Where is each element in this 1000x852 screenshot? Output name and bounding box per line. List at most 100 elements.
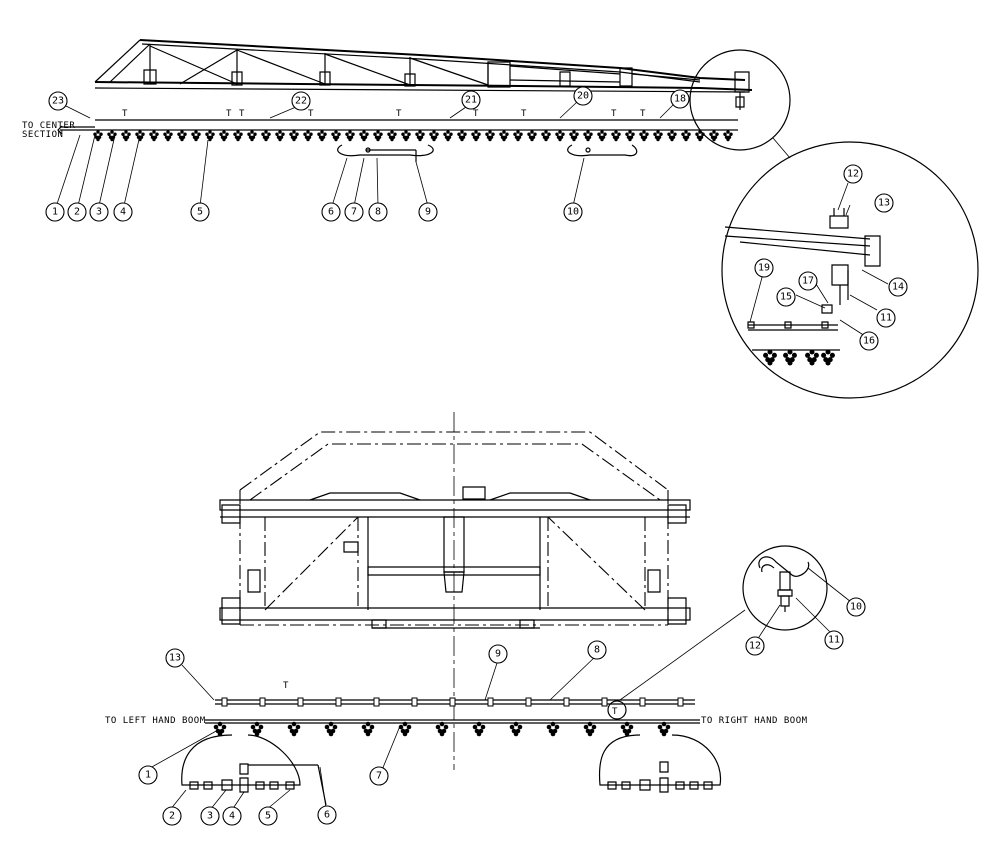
nozzle-icon: [653, 130, 663, 142]
nozzle-icon: [485, 130, 495, 142]
svg-text:4: 4: [229, 811, 235, 822]
svg-text:T: T: [521, 109, 527, 119]
callout-8: 8: [369, 203, 387, 221]
detail-a: 12 13 14 11 16 15 17 19: [690, 50, 978, 398]
note-to-left-boom: TO LEFT HAND BOOM: [105, 716, 206, 726]
center-callouts: 13 1 2 3 4 5 6 7 9 8: [139, 610, 745, 825]
svg-text:2: 2: [169, 811, 175, 822]
callout-17: 17: [799, 272, 817, 290]
callout-22: 22: [292, 92, 310, 110]
svg-text:14: 14: [892, 282, 904, 293]
svg-text:10: 10: [567, 207, 579, 218]
svg-text:T: T: [611, 109, 617, 119]
svg-text:3: 3: [207, 811, 213, 822]
nozzle-icon: [509, 721, 523, 737]
callout-5: 5: [191, 203, 209, 221]
svg-text:T: T: [308, 109, 314, 119]
svg-text:T: T: [283, 681, 289, 691]
nozzle-icon: [345, 130, 355, 142]
nozzle-icon: [177, 130, 187, 142]
nozzle-icon: [457, 130, 467, 142]
svg-text:5: 5: [197, 207, 203, 218]
nozzle-icon: [261, 130, 271, 142]
wing-nozzle-row: [93, 130, 733, 142]
svg-text:11: 11: [828, 635, 840, 646]
callout-10: 10: [564, 203, 582, 221]
note-to-right-boom: TO RIGHT HAND BOOM: [701, 716, 808, 726]
nozzle-icon: [763, 349, 777, 366]
callout-c1: 1: [139, 766, 157, 784]
nozzle-icon: [387, 130, 397, 142]
nozzle-icon: [443, 130, 453, 142]
svg-text:8: 8: [594, 645, 600, 656]
detail-b: 10 11 12: [743, 546, 865, 655]
nozzle-icon: [287, 721, 301, 737]
svg-text:T: T: [239, 109, 245, 119]
svg-text:7: 7: [376, 771, 382, 782]
callout-4: 4: [114, 203, 132, 221]
callout-23: 23: [49, 92, 67, 110]
callout-c2: 2: [163, 807, 181, 825]
nozzle-icon: [93, 130, 103, 142]
callout-b10: 10: [847, 598, 865, 616]
note-to-center-1: TO CENTER: [22, 121, 75, 131]
nozzle-icon: [233, 130, 243, 142]
svg-text:T: T: [473, 109, 479, 119]
callout-11a: 11: [877, 309, 895, 327]
callout-3: 3: [90, 203, 108, 221]
svg-text:5: 5: [265, 811, 271, 822]
nozzle-icon: [639, 130, 649, 142]
nozzle-icon: [657, 721, 671, 737]
nozzle-icon: [107, 130, 117, 142]
nozzle-icon: [709, 130, 719, 142]
nozzle-icon: [499, 130, 509, 142]
bar-clamp: [640, 698, 645, 706]
bar-clamp: [336, 698, 341, 706]
nozzle-icon: [597, 130, 607, 142]
nozzle-icon: [415, 130, 425, 142]
bar-clamp: [260, 698, 265, 706]
svg-text:12: 12: [847, 169, 859, 180]
nozzle-icon: [149, 130, 159, 142]
bar-clamp: [602, 698, 607, 706]
callout-18: 18: [671, 90, 689, 108]
nozzle-icon: [359, 130, 369, 142]
svg-text:23: 23: [52, 96, 64, 107]
bar-clamp: [526, 698, 531, 706]
nozzle-icon: [373, 130, 383, 142]
right-fittings: [608, 762, 712, 792]
nozzle-icon: [429, 130, 439, 142]
callout-14: 14: [889, 278, 907, 296]
svg-text:T: T: [640, 109, 646, 119]
callout-c6: 6: [318, 806, 336, 824]
wing-callouts: 1 2 3 4 5 6 7 8 9 10 18 20 21 22 23: [46, 87, 689, 221]
bar-clamp: [374, 698, 379, 706]
callout-16: 16: [860, 332, 878, 350]
callout-9: 9: [419, 203, 437, 221]
callout-c8: 8: [588, 641, 606, 659]
wing-spray-line: T T T T T T T T T: [58, 109, 738, 162]
bar-clamp: [564, 698, 569, 706]
nozzle-icon: [821, 349, 835, 366]
svg-text:8: 8: [375, 207, 381, 218]
callout-20: 20: [574, 87, 592, 105]
nozzle-icon: [163, 130, 173, 142]
svg-text:9: 9: [495, 649, 501, 660]
nozzle-icon: [513, 130, 523, 142]
svg-text:19: 19: [758, 263, 770, 274]
nozzle-icon: [546, 721, 560, 737]
nozzle-icon: [681, 130, 691, 142]
callout-c13: 13: [166, 649, 184, 667]
svg-text:13: 13: [169, 653, 181, 664]
svg-text:10: 10: [850, 602, 862, 613]
bar-clamp: [222, 698, 227, 706]
nozzle-icon: [205, 130, 215, 142]
svg-text:13: 13: [878, 198, 890, 209]
bar-clamp: [412, 698, 417, 706]
nozzle-icon: [250, 721, 264, 737]
nozzle-icon: [555, 130, 565, 142]
nozzle-icon: [317, 130, 327, 142]
svg-text:T: T: [226, 109, 232, 119]
svg-text:9: 9: [425, 207, 431, 218]
